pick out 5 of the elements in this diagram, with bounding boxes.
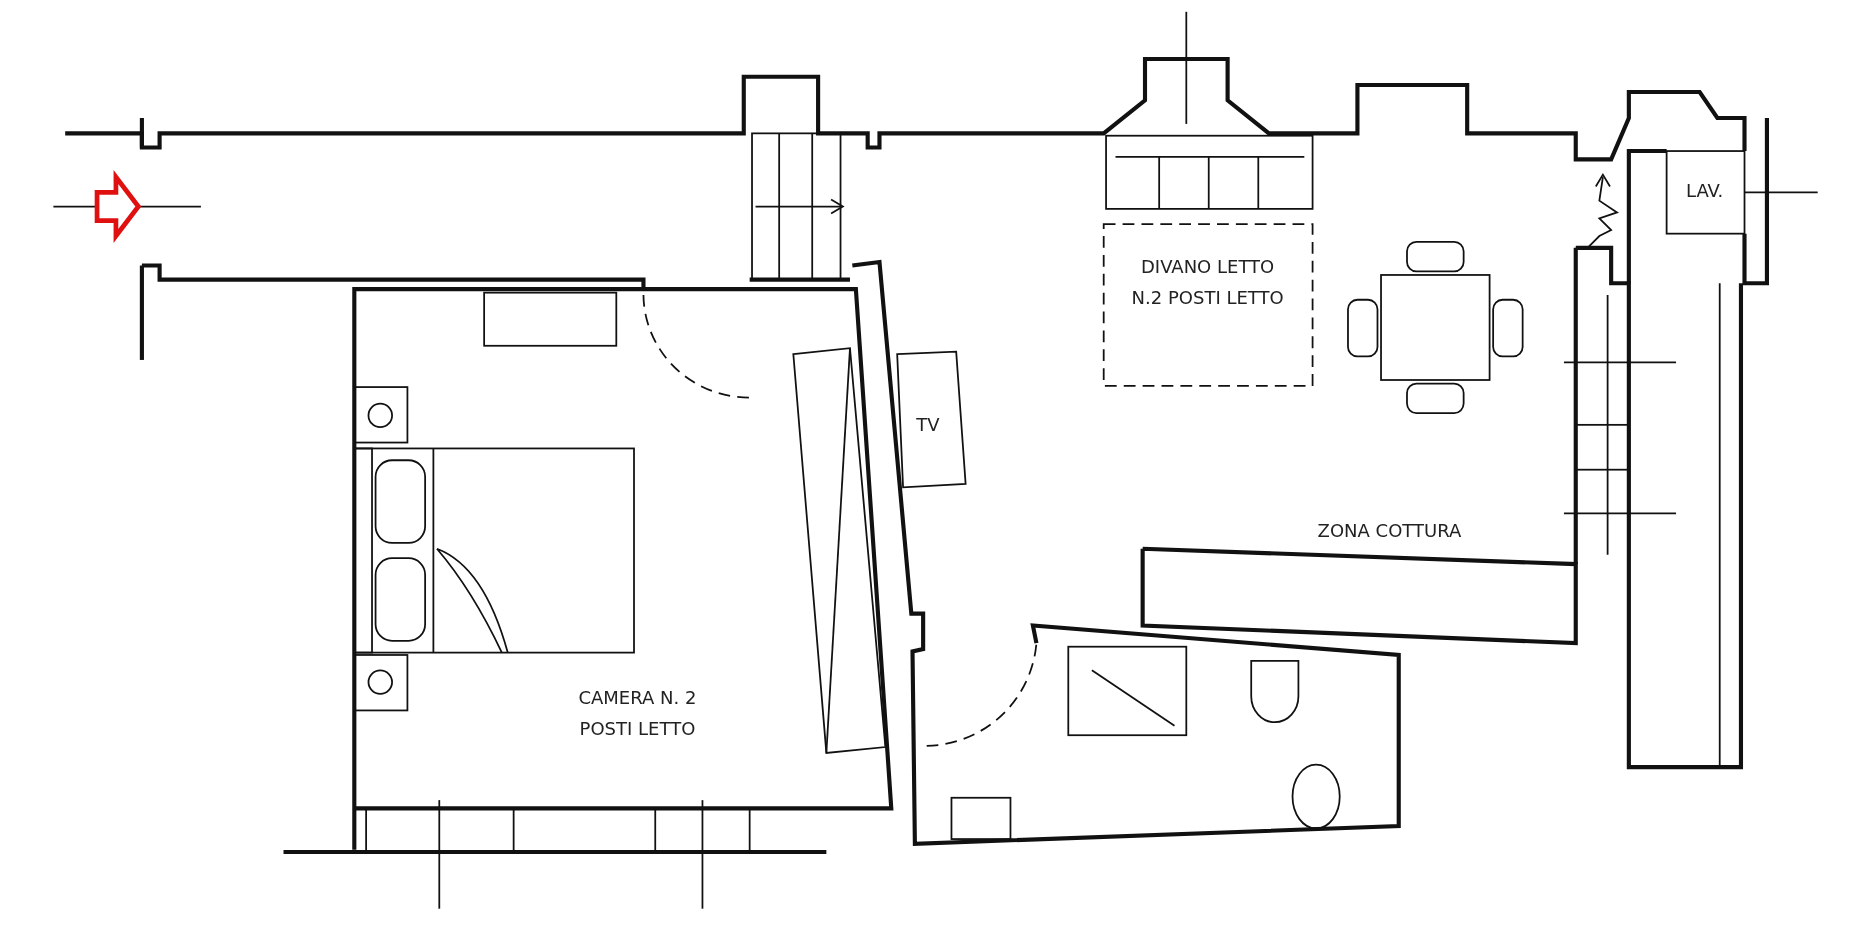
room-label: CAMERA N. 2 POSTI LETTO bbox=[577, 686, 698, 742]
furniture-label: TV bbox=[915, 412, 941, 437]
fixture-label: LAV. bbox=[1684, 178, 1725, 203]
furniture-label: DIVANO LETTO N.2 POSTI LETTO bbox=[1130, 255, 1285, 311]
room-label: ZONA COTTURA bbox=[1316, 518, 1463, 543]
